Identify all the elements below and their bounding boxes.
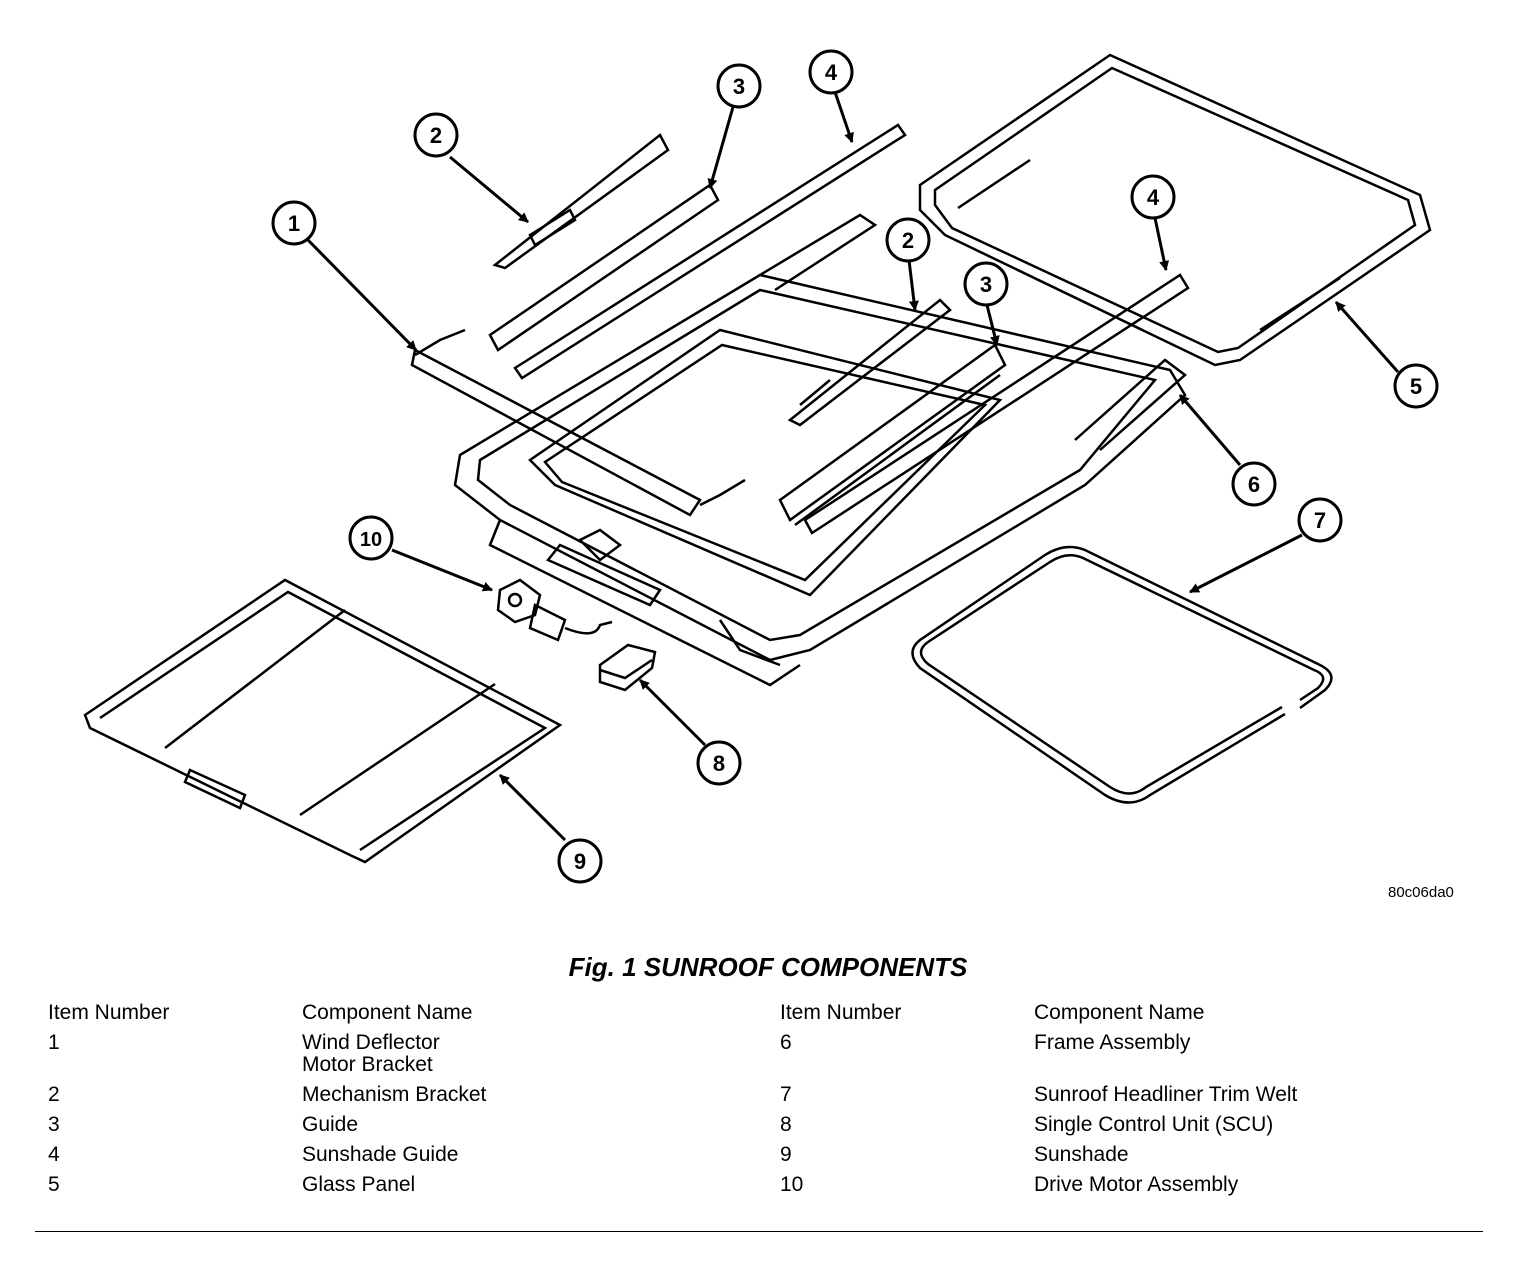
callout-5: 5 [1393, 363, 1439, 409]
header-item-number: Item Number [48, 1001, 170, 1024]
component-name: Glass Panel [302, 1173, 416, 1196]
callout-7: 7 [1297, 497, 1343, 543]
callout-3-second: 3 [963, 261, 1009, 307]
drive-motor-drawing [496, 578, 613, 642]
component-name: Sunshade [1034, 1143, 1129, 1166]
component-name: Single Control Unit (SCU) [1034, 1113, 1274, 1136]
legend-row: 3 Guide [48, 1110, 748, 1140]
component-name: Drive Motor Assembly [1034, 1173, 1239, 1196]
item-number: 4 [48, 1143, 60, 1166]
legend-row: 10 Drive Motor Assembly [780, 1170, 1500, 1200]
callout-leaders [306, 91, 1400, 842]
legend-header: Item Number Component Name [780, 998, 1500, 1028]
item-number: 5 [48, 1173, 60, 1196]
component-name: Mechanism Bracket [302, 1083, 487, 1106]
callout-6: 6 [1231, 461, 1277, 507]
frame-assembly-drawing [453, 213, 1187, 687]
legend-row: 7 Sunroof Headliner Trim Welt [780, 1080, 1500, 1110]
callout-2: 2 [413, 112, 459, 158]
component-name: Frame Assembly [1034, 1031, 1191, 1054]
svg-text:9: 9 [574, 849, 586, 874]
svg-text:5: 5 [1410, 374, 1422, 399]
sunroof-exploded-diagram: 1 2 3 4 2 3 4 5 6 7 10 8 [83, 49, 1454, 901]
sunshade-drawing [83, 578, 563, 864]
svg-text:3: 3 [980, 272, 992, 297]
legend-table-left: Item Number Component Name 1 Wind Deflec… [48, 998, 748, 1200]
legend-row: 8 Single Control Unit (SCU) [780, 1110, 1500, 1140]
item-number: 8 [780, 1113, 792, 1136]
component-name: Sunroof Headliner Trim Welt [1034, 1083, 1298, 1106]
mechanism-bracket-drawing [492, 133, 952, 427]
legend-row: 9 Sunshade [780, 1140, 1500, 1170]
figure-caption: Fig. 1 SUNROOF COMPONENTS [568, 952, 968, 982]
svg-text:2: 2 [430, 123, 442, 148]
item-number: 6 [780, 1031, 792, 1054]
svg-text:6: 6 [1248, 472, 1260, 497]
item-number: 9 [780, 1143, 792, 1166]
callout-2-second: 2 [885, 217, 931, 263]
component-name: Guide [302, 1113, 359, 1136]
svg-text:1: 1 [288, 211, 300, 236]
svg-text:4: 4 [825, 60, 838, 85]
callout-4-second: 4 [1130, 174, 1176, 220]
bottom-divider [35, 1231, 1483, 1232]
callout-9: 9 [557, 838, 603, 884]
sunshade-guide-drawing [513, 123, 1190, 535]
scu-drawing [598, 643, 657, 692]
svg-text:7: 7 [1314, 508, 1326, 533]
item-number: 7 [780, 1083, 792, 1106]
legend-row: 2 Mechanism Bracket [48, 1080, 748, 1110]
guide-drawing [488, 183, 1007, 527]
trim-welt-drawing [911, 545, 1333, 804]
callout-8: 8 [696, 740, 742, 786]
svg-text:2: 2 [902, 228, 914, 253]
wind-deflector-drawing [410, 328, 746, 517]
callout-3: 3 [716, 63, 762, 109]
glass-panel-drawing [918, 53, 1432, 367]
svg-text:10: 10 [360, 529, 382, 551]
svg-text:3: 3 [733, 74, 745, 99]
component-name: Wind Deflector Motor Bracket [302, 1031, 440, 1076]
legend-row: 1 Wind Deflector Motor Bracket [48, 1028, 748, 1080]
header-component-name: Component Name [302, 1001, 473, 1024]
legend-row: 5 Glass Panel [48, 1170, 748, 1200]
svg-text:8: 8 [713, 751, 725, 776]
legend-row: 4 Sunshade Guide [48, 1140, 748, 1170]
legend-table-right: Item Number Component Name 6 Frame Assem… [780, 998, 1500, 1200]
item-number: 1 [48, 1031, 60, 1054]
legend-header: Item Number Component Name [48, 998, 748, 1028]
header-component-name: Component Name [1034, 1001, 1205, 1024]
diagram-canvas: 1 2 3 4 2 3 4 5 6 7 10 8 [83, 49, 1439, 884]
callout-4: 4 [808, 49, 854, 95]
callout-10: 10 [348, 515, 394, 561]
item-number: 3 [48, 1113, 60, 1136]
figure-code: 80c06da0 [1388, 884, 1454, 901]
callout-1: 1 [271, 200, 317, 246]
component-name: Sunshade Guide [302, 1143, 459, 1166]
svg-text:4: 4 [1147, 185, 1160, 210]
header-item-number: Item Number [780, 1001, 902, 1024]
legend-row: 6 Frame Assembly [780, 1028, 1500, 1080]
item-number: 2 [48, 1083, 60, 1106]
item-number: 10 [780, 1173, 804, 1196]
